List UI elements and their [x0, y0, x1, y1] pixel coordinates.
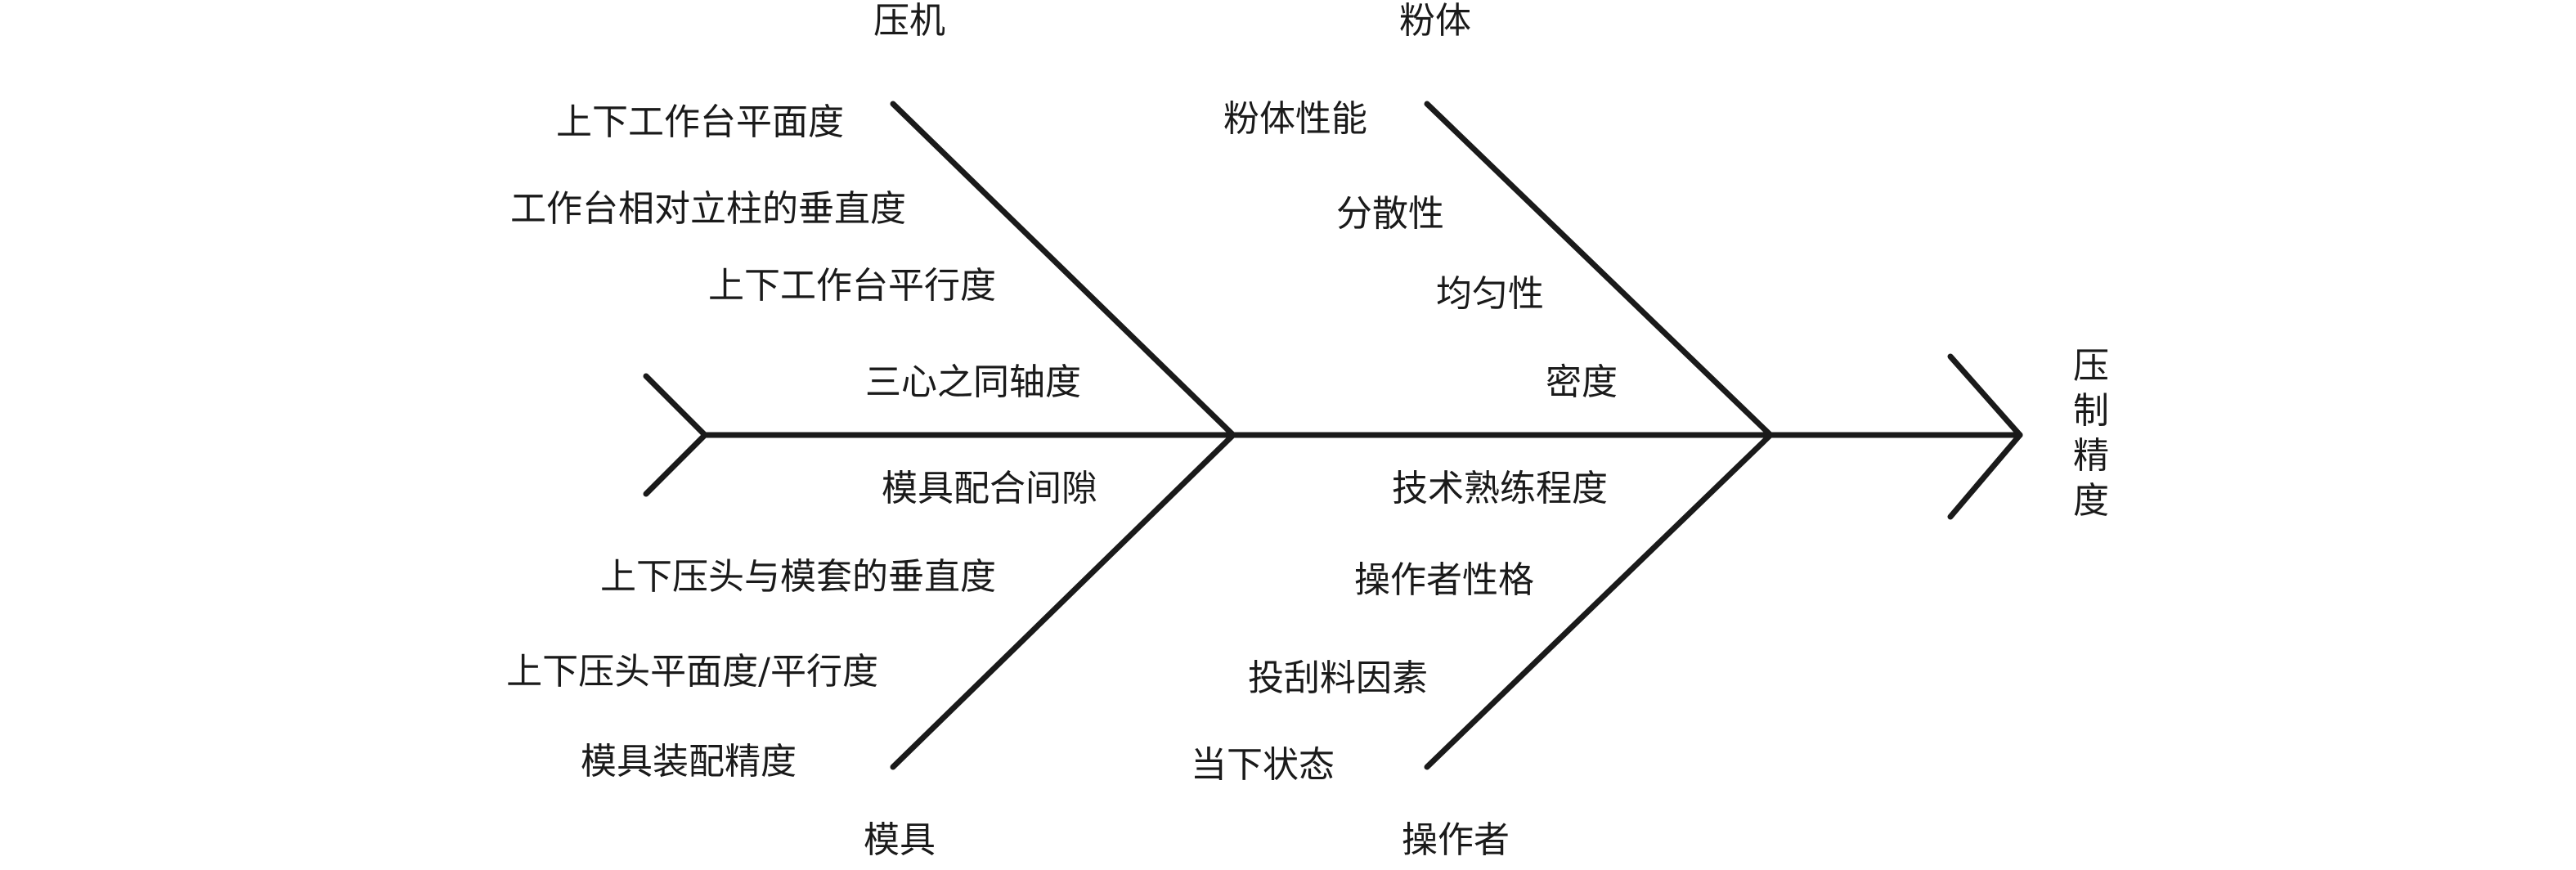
cause-powder-4: 密度	[1546, 361, 1618, 403]
cause-operator-4: 当下状态	[1191, 744, 1335, 786]
cause-powder-1: 粉体性能	[1223, 98, 1367, 140]
cause-powder-2: 分散性	[1336, 193, 1444, 235]
head-lower-line	[1947, 432, 2023, 520]
effect-char-3: 精	[2073, 435, 2109, 477]
category-title-operator: 操作者	[1402, 819, 1510, 861]
cause-mold-3: 上下压头平面度/平行度	[506, 651, 878, 693]
tail-upper-line	[643, 373, 708, 438]
category-title-press: 压机	[873, 0, 945, 42]
category-title-powder: 粉体	[1399, 0, 1471, 42]
bone-mold	[890, 432, 1236, 770]
bone-powder	[1424, 101, 1774, 438]
cause-press-1: 上下工作台平面度	[556, 101, 844, 143]
cause-powder-3: 均匀性	[1436, 273, 1544, 315]
cause-press-2: 工作台相对立柱的垂直度	[510, 188, 906, 230]
bone-operator	[1424, 432, 1774, 770]
cause-operator-2: 操作者性格	[1354, 559, 1534, 601]
effect-char-1: 压	[2073, 345, 2109, 387]
effect-char-4: 度	[2073, 480, 2109, 522]
cause-mold-4: 模具装配精度	[581, 741, 797, 783]
cause-operator-1: 技术熟练程度	[1392, 468, 1608, 509]
cause-mold-1: 模具配合间隙	[882, 468, 1097, 509]
category-title-mold: 模具	[864, 819, 936, 861]
tail-lower-line	[643, 432, 708, 497]
effect-char-2: 制	[2073, 390, 2109, 432]
head-upper-line	[1947, 353, 2023, 438]
cause-press-4: 三心之同轴度	[865, 361, 1081, 403]
cause-operator-3: 投刮料因素	[1248, 657, 1428, 699]
cause-press-3: 上下工作台平行度	[708, 265, 996, 307]
bone-press	[890, 101, 1236, 438]
cause-mold-2: 上下压头与模套的垂直度	[600, 556, 996, 598]
